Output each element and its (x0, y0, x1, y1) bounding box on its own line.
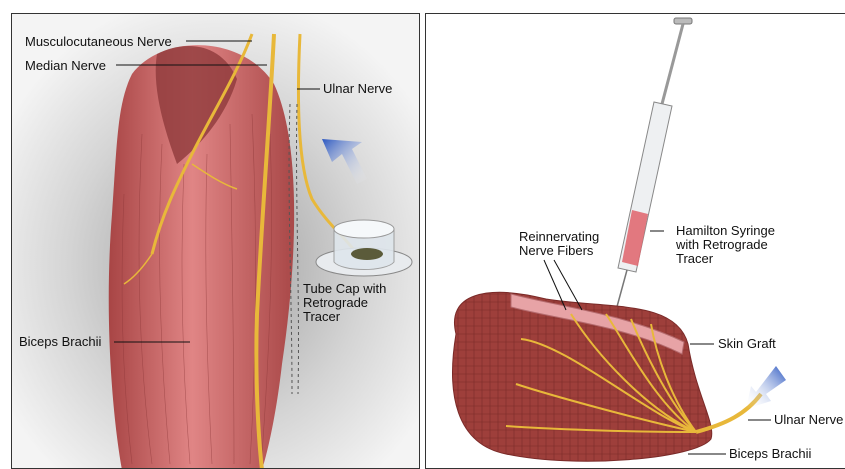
label-biceps-brachii-right: Biceps Brachii (729, 447, 811, 461)
label-ulnar-nerve-right: Ulnar Nerve (774, 413, 843, 427)
syringe-plunger-rod (662, 24, 683, 104)
injection-illustration (426, 14, 845, 469)
label-line: Nerve Fibers (519, 244, 599, 258)
label-line: with Retrograde (676, 238, 775, 252)
label-line: Retrograde (303, 296, 386, 310)
tube-cap-rim (334, 220, 394, 238)
label-median-nerve: Median Nerve (25, 59, 106, 73)
blue-arrow-icon (746, 366, 786, 409)
label-tube-cap: Tube Cap with Retrograde Tracer (303, 282, 386, 324)
label-musculocutaneous-nerve: Musculocutaneous Nerve (25, 35, 172, 49)
label-ulnar-nerve: Ulnar Nerve (323, 82, 392, 96)
label-line: Tube Cap with (303, 282, 386, 296)
right-panel-injection-illustration: Reinnervating Nerve Fibers Hamilton Syri… (425, 13, 845, 469)
label-line: Tracer (676, 252, 775, 266)
syringe-plunger-head (674, 18, 692, 24)
label-hamilton-syringe: Hamilton Syringe with Retrograde Tracer (676, 224, 775, 266)
label-reinnervating-fibers: Reinnervating Nerve Fibers (519, 230, 599, 258)
label-line: Reinnervating (519, 230, 599, 244)
label-line: Hamilton Syringe (676, 224, 775, 238)
label-line: Tracer (303, 310, 386, 324)
label-skin-graft: Skin Graft (718, 337, 776, 351)
tracer-pool (351, 248, 383, 260)
left-panel-arm-illustration: Musculocutaneous Nerve Median Nerve Ulna… (11, 13, 420, 469)
label-biceps-brachii: Biceps Brachii (19, 335, 101, 349)
